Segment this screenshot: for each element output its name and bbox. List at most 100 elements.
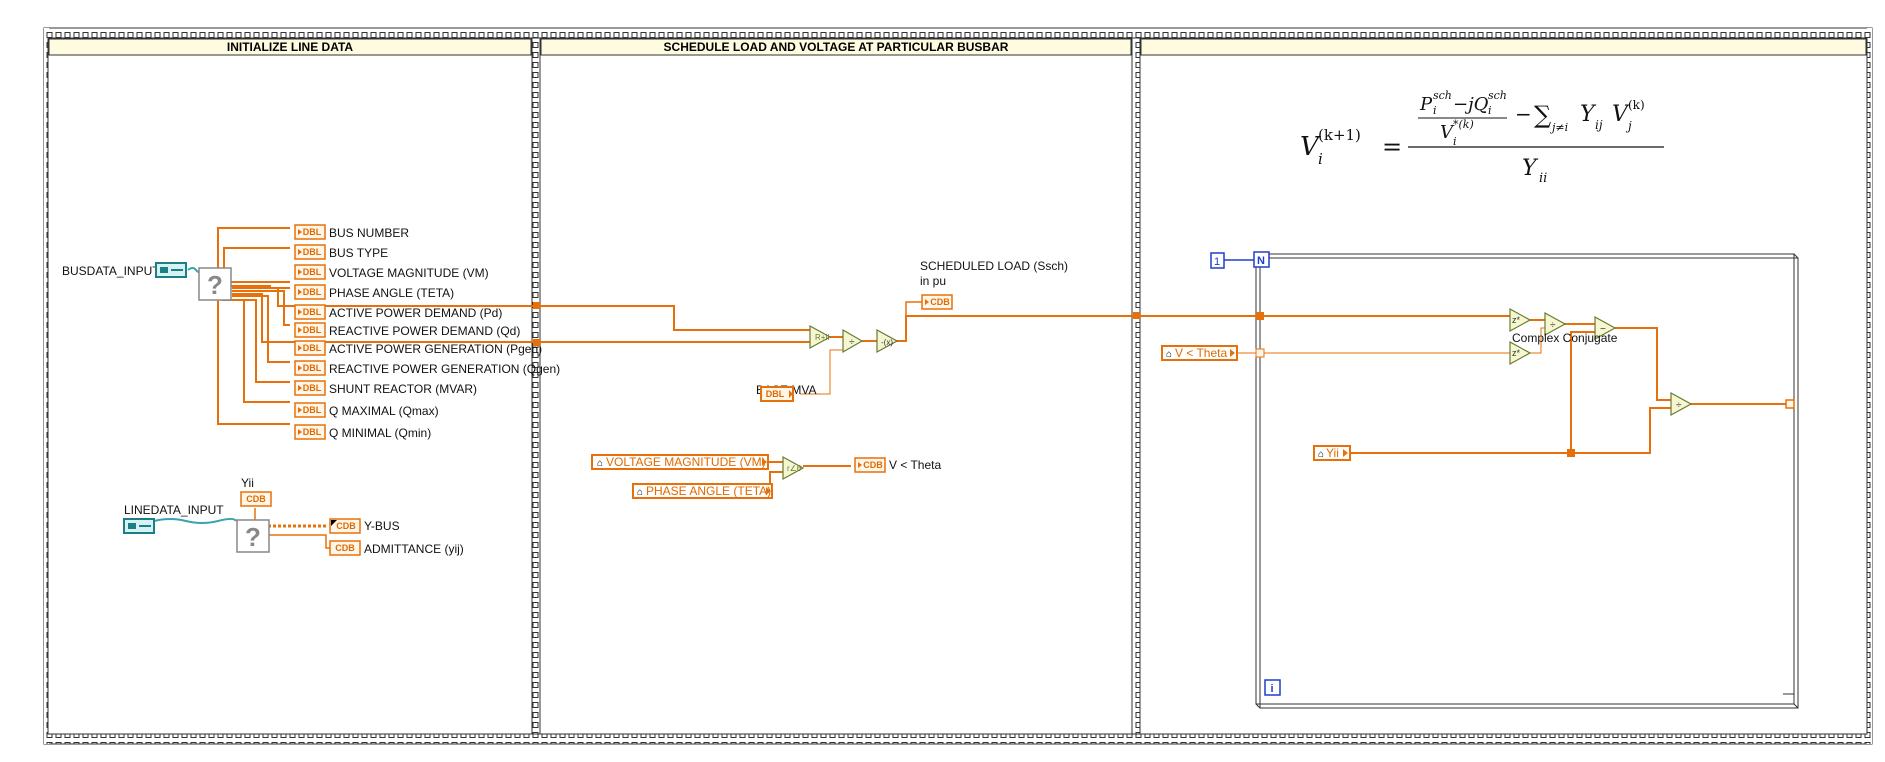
svg-text:*(k): *(k) [1453, 118, 1474, 131]
busdata-output-label: Q MAXIMAL (Qmax) [329, 404, 439, 418]
svg-text:VOLTAGE MAGNITUDE (VM): VOLTAGE MAGNITUDE (VM) [606, 455, 766, 469]
conjugate-node-bottom[interactable]: z* [1509, 340, 1532, 366]
svg-text:j≠i: j≠i [1549, 121, 1568, 134]
svg-text:ij: ij [1595, 118, 1603, 132]
svg-text:DBL: DBL [303, 343, 322, 353]
busdata-output-indicator[interactable]: DBL PHASE ANGLE (TETA) [294, 284, 454, 300]
cluster-wire[interactable] [153, 518, 237, 524]
svg-text:DBL: DBL [303, 307, 322, 317]
svg-text:÷: ÷ [1550, 320, 1556, 331]
loop-count-constant[interactable]: 1 [1210, 252, 1225, 269]
busdata-input-control[interactable] [155, 262, 187, 278]
busdata-output-label: ACTIVE POWER DEMAND (Pd) [329, 306, 502, 320]
svg-text:Yii: Yii [1326, 446, 1339, 460]
svg-text:DBL: DBL [766, 389, 785, 399]
svg-text:−: − [1515, 102, 1532, 126]
svg-text:i: i [1453, 135, 1457, 148]
vm-local-variable[interactable]: ⌂ VOLTAGE MAGNITUDE (VM) [591, 454, 769, 470]
admittance-indicator[interactable]: CDB [329, 540, 361, 556]
linedata-input-label: LINEDATA_INPUT [124, 503, 224, 517]
svg-text:CDB: CDB [246, 494, 266, 504]
home-icon: ⌂ [1318, 449, 1324, 460]
busdata-output-label: PHASE ANGLE (TETA) [329, 286, 454, 300]
for-loop[interactable] [1255, 253, 1799, 709]
svg-text:sch: sch [1488, 89, 1507, 102]
loop-output-tunnel[interactable] [1785, 399, 1795, 409]
svg-text:Y: Y [1580, 102, 1597, 127]
frame-separator [1131, 37, 1141, 735]
svg-text:CDB: CDB [863, 460, 883, 470]
svg-text:DBL: DBL [303, 287, 322, 297]
svg-text:r∠θ: r∠θ [787, 464, 802, 473]
svg-text:PHASE ANGLE (TETA): PHASE ANGLE (TETA) [646, 484, 771, 498]
busdata-output-label: REACTIVE POWER DEMAND (Qd) [329, 324, 520, 338]
busdata-output-label: Q MINIMAL (Qmin) [329, 426, 431, 440]
svg-text:DBL: DBL [303, 267, 322, 277]
svg-text:z*: z* [1512, 315, 1521, 325]
unbundle-node[interactable]: ? [198, 267, 232, 301]
yii-indicator[interactable]: CDB [240, 491, 272, 507]
busdata-output-indicator[interactable]: DBL Q MAXIMAL (Qmax) [294, 402, 439, 418]
v-theta-indicator[interactable]: CDB [854, 457, 886, 473]
loop-tunnel[interactable] [1255, 348, 1265, 358]
home-icon: ⌂ [637, 487, 643, 498]
v-theta-local-variable[interactable]: ⌂ V < Theta [1161, 345, 1238, 361]
loop-iteration-terminal[interactable]: i [1264, 679, 1281, 696]
linedata-input-control[interactable] [123, 518, 155, 534]
busdata-output-indicator[interactable]: DBL Q MINIMAL (Qmin) [294, 424, 431, 440]
loop-count-terminal[interactable]: N [1253, 251, 1270, 268]
svg-text:DBL: DBL [303, 427, 322, 437]
wire-junction [1567, 449, 1575, 457]
divide-node[interactable]: ÷ [1544, 311, 1567, 337]
svg-text:DBL: DBL [303, 405, 322, 415]
svg-text:z*: z* [1512, 348, 1521, 358]
teta-local-variable[interactable]: ⌂ PHASE ANGLE (TETA) [632, 483, 773, 499]
busdata-output-indicator[interactable]: DBL VOLTAGE MAGNITUDE (VM) [294, 264, 489, 280]
home-icon: ⌂ [597, 458, 603, 469]
svg-text:P: P [1419, 94, 1433, 115]
busdata-output-label: VOLTAGE MAGNITUDE (VM) [329, 266, 489, 280]
svg-text:ii: ii [1539, 171, 1547, 186]
divide-node[interactable]: ÷ [1670, 391, 1693, 417]
base-mva-control[interactable]: DBL [760, 386, 794, 402]
svg-text:−jQ: −jQ [1453, 94, 1489, 115]
sequence-tunnel[interactable] [533, 339, 540, 346]
svg-text:∑: ∑ [1534, 101, 1551, 129]
linedata-unbundle-node[interactable]: ? [236, 519, 270, 553]
busdata-output-indicator[interactable]: DBL ACTIVE POWER DEMAND (Pd) [294, 304, 502, 320]
loop-wires[interactable] [1140, 315, 1787, 454]
scheduled-load-label: SCHEDULED LOAD (Ssch) [920, 259, 1068, 273]
svg-text:V: V [1440, 122, 1455, 143]
complex-from-re-im[interactable]: R+iI [809, 324, 832, 350]
frame-schedule-load: SCHEDULE LOAD AND VOLTAGE AT PARTICULAR … [539, 37, 1133, 735]
svg-text:sch: sch [1433, 89, 1452, 102]
ybus-indicator[interactable]: CDB [329, 518, 361, 534]
svg-text:i: i [1433, 104, 1437, 117]
subtract-node[interactable]: − [1594, 315, 1617, 341]
question-icon: ? [207, 270, 223, 300]
sequence-tunnel[interactable] [533, 302, 540, 309]
divide-node[interactable]: ÷ [842, 328, 864, 354]
loop-tunnel[interactable] [1256, 312, 1264, 320]
v-theta-label: V < Theta [889, 458, 941, 472]
scheduled-load-indicator[interactable]: CDB [921, 294, 953, 310]
busdata-output-label: BUS TYPE [329, 246, 388, 260]
polar-to-complex-node[interactable]: r∠θ [782, 455, 805, 481]
yii-local-variable[interactable]: ⌂ Yii [1313, 445, 1351, 461]
svg-text:DBL: DBL [303, 227, 322, 237]
gauss-seidel-formula: V i (k+1) = P sch i −jQ sch i V i *(k) −… [1300, 89, 1664, 186]
question-icon: ? [245, 522, 261, 552]
frame-title: SCHEDULE LOAD AND VOLTAGE AT PARTICULAR … [664, 40, 1009, 54]
svg-text:1: 1 [1214, 256, 1220, 268]
sequence-tunnel[interactable] [1133, 312, 1140, 319]
negate-node[interactable]: -(x) [876, 328, 899, 354]
conjugate-node-top[interactable]: z* [1509, 307, 1532, 333]
svg-text:=: = [1382, 133, 1402, 161]
